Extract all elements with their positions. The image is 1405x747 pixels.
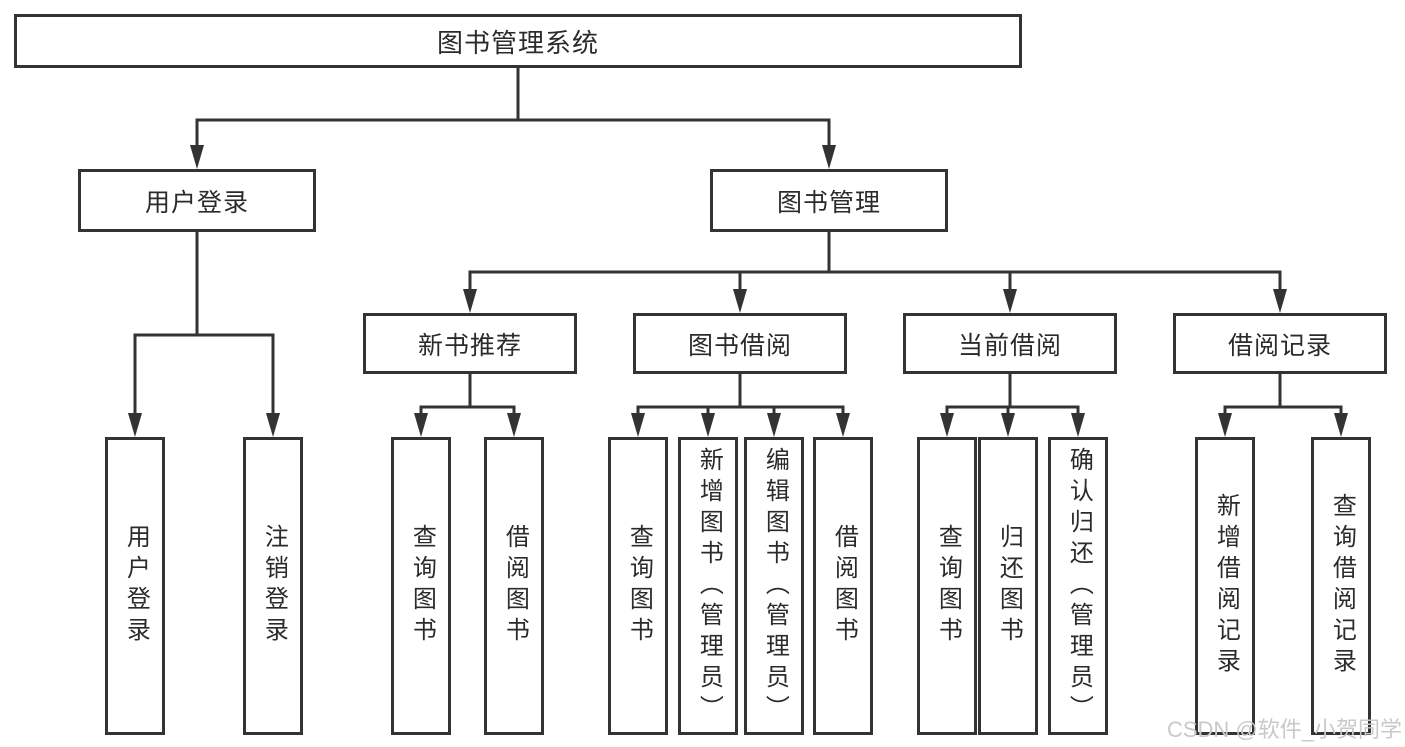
node-label: 新增图书（管理员） [695,446,723,726]
leaf-edit-books-admin: 编辑图书（管理员） [744,437,804,735]
leaf-query-books-3: 查询图书 [917,437,977,735]
leaf-return-books: 归还图书 [978,437,1038,735]
node-label: 查询图书 [625,524,653,648]
node-label: 新书推荐 [417,331,522,360]
node-label: 借阅图书 [501,524,529,648]
node-label: 用户登录 [122,524,150,648]
node-library-management-system: 图书管理系统 [14,14,1022,68]
node-label: 图书管理 [776,188,881,217]
leaf-logout: 注销登录 [243,437,303,735]
node-label: 归还图书 [995,524,1023,648]
node-label: 借阅记录 [1227,331,1332,360]
node-book-borrowing: 图书借阅 [633,313,847,374]
leaf-query-borrow-record: 查询借阅记录 [1311,437,1371,735]
node-label: 用户登录 [144,188,249,217]
node-label: 新增借阅记录 [1212,493,1240,679]
node-label: 确认归还（管理员） [1065,446,1093,726]
leaf-user-login: 用户登录 [105,437,165,735]
node-label: 查询图书 [408,524,436,648]
node-label: 当前借阅 [957,331,1062,360]
node-label: 查询借阅记录 [1328,493,1356,679]
node-label: 注销登录 [260,524,288,648]
node-label: 编辑图书（管理员） [761,446,789,726]
leaf-borrow-books-1: 借阅图书 [484,437,544,735]
node-borrowing-records: 借阅记录 [1173,313,1387,374]
leaf-confirm-return-admin: 确认归还（管理员） [1048,437,1108,735]
leaf-add-books-admin: 新增图书（管理员） [678,437,738,735]
node-label: 查询图书 [934,524,962,648]
leaf-borrow-books-2: 借阅图书 [813,437,873,735]
leaf-query-books-1: 查询图书 [391,437,451,735]
node-label: 借阅图书 [830,524,858,648]
node-current-borrowing: 当前借阅 [903,313,1117,374]
csdn-watermark: CSDN @软件_小贺同学 [1166,717,1402,742]
node-label: 图书借阅 [687,331,792,360]
leaf-add-borrow-record: 新增借阅记录 [1195,437,1255,735]
node-user-login: 用户登录 [78,169,316,232]
node-new-book-recommendation: 新书推荐 [363,313,577,374]
node-book-management: 图书管理 [710,169,948,232]
node-label: 图书管理系统 [436,27,599,58]
arrowheads [128,145,1348,437]
leaf-query-books-2: 查询图书 [608,437,668,735]
